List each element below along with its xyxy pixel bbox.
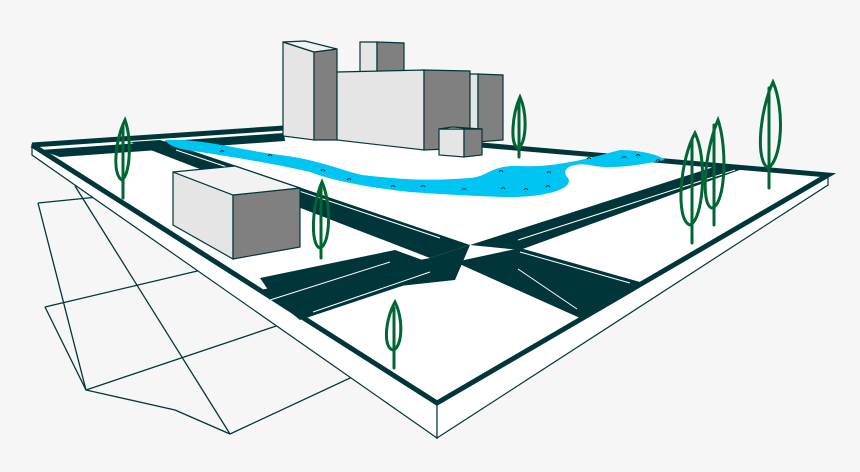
tree-icon xyxy=(311,178,331,260)
water-ripples xyxy=(219,150,661,191)
building-tall-side xyxy=(313,48,338,141)
tree-icon xyxy=(679,129,705,245)
building-tall-front xyxy=(282,41,315,141)
trees xyxy=(114,78,782,370)
tree-icon xyxy=(114,116,131,200)
tree-icon xyxy=(385,298,403,370)
buildings xyxy=(172,40,504,261)
tree-icon xyxy=(758,78,782,190)
tree-icon xyxy=(511,93,527,159)
tree-icon xyxy=(703,115,726,227)
river xyxy=(165,139,665,198)
lane-markings xyxy=(175,149,736,313)
